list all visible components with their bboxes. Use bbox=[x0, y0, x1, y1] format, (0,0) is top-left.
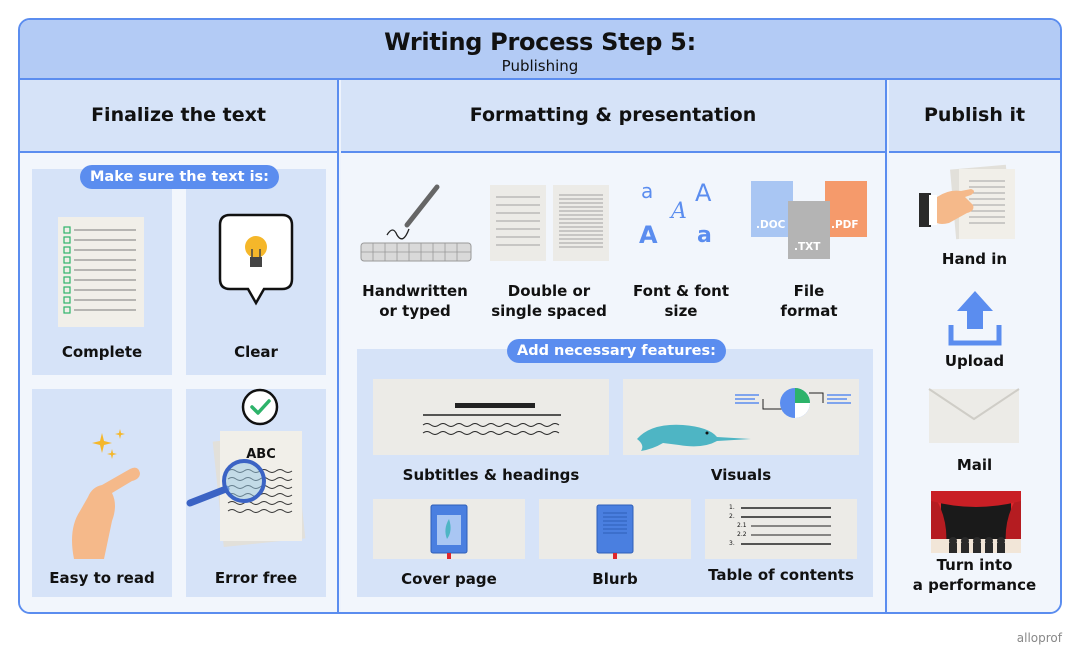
column-heading-finalize: Finalize the text bbox=[20, 80, 337, 153]
font-glyph-bold-small-a: a bbox=[697, 223, 712, 248]
feature-card-toc: 1. 2. 2.1 2.2 3. bbox=[705, 499, 857, 559]
infographic-frame: Writing Process Step 5: Publishing Final… bbox=[18, 18, 1062, 614]
headings-icon bbox=[422, 403, 561, 435]
file-doc: .DOC bbox=[751, 181, 793, 237]
feature-label-blurb: Blurb bbox=[592, 570, 638, 588]
feature-label-visuals: Visuals bbox=[710, 466, 772, 484]
font-glyph-small-a: a bbox=[641, 179, 654, 203]
brand-logo: alloprof bbox=[1016, 631, 1062, 645]
option-label-handwritten-line2: or typed bbox=[379, 302, 451, 320]
abc-text: ABC bbox=[246, 447, 276, 462]
toc-icon bbox=[741, 507, 831, 545]
publish-label-performance-line2: a performance bbox=[912, 576, 1037, 594]
feature-label-toc: Table of contents bbox=[708, 566, 854, 584]
publish-label-hand-in: Hand in bbox=[899, 249, 1050, 269]
double-spaced-lines bbox=[496, 196, 540, 246]
features-panel: Subtitles & headings bbox=[357, 339, 873, 597]
file-pdf-label: .PDF bbox=[831, 219, 859, 231]
book-back-icon bbox=[596, 504, 634, 559]
publish-label-mail-line1: Mail bbox=[956, 456, 993, 474]
pill-add-features: Add necessary features: bbox=[507, 339, 726, 363]
tile-label-easy-to-read: Easy to read bbox=[49, 569, 155, 587]
page-subtitle: Publishing bbox=[501, 57, 579, 75]
single-spaced-page bbox=[553, 185, 609, 261]
tile-label-complete: Complete bbox=[61, 343, 143, 361]
book-cover-icon bbox=[430, 504, 468, 559]
single-spaced-lines bbox=[559, 194, 603, 248]
toc-number-3: 3. bbox=[729, 540, 735, 547]
narwhal-chart-icon bbox=[637, 388, 851, 451]
option-label-handwritten: Handwritten or typed bbox=[355, 281, 475, 321]
stage-icon bbox=[931, 491, 1021, 553]
hand-drawing bbox=[919, 189, 974, 227]
option-label-handwritten-line1: Handwritten bbox=[362, 282, 468, 300]
publish-label-hand-in-line1: Hand in bbox=[941, 250, 1008, 268]
publish-label-upload-line1: Upload bbox=[944, 352, 1005, 370]
column-finalize: Finalize the text bbox=[20, 80, 339, 612]
publish-label-performance: Turn into a performance bbox=[893, 555, 1056, 595]
column-formatting: Formatting & presentation Handwritten or… bbox=[341, 80, 887, 612]
pen-keyboard-icon bbox=[360, 184, 472, 262]
tile-label-clear: Clear bbox=[234, 343, 278, 361]
option-label-file-format: File format bbox=[759, 281, 859, 321]
font-glyph-cap-a: A bbox=[695, 179, 712, 207]
column-body-formatting: Handwritten or typed bbox=[341, 153, 885, 612]
feature-card-blurb bbox=[539, 499, 691, 559]
toc-number-2-2: 2.2 bbox=[737, 531, 747, 538]
column-body-finalize: Complete Clear Easy bbox=[20, 153, 337, 612]
file-doc-label: .DOC bbox=[756, 219, 786, 231]
feature-label-headings: Subtitles & headings bbox=[402, 466, 580, 484]
column-heading-publish: Publish it bbox=[889, 80, 1060, 153]
tile-error-free: ABC Error free bbox=[186, 388, 326, 597]
tile-clear: Clear bbox=[186, 169, 326, 375]
option-label-fonts: Font & font size bbox=[624, 281, 738, 321]
option-label-spacing: Double or single spaced bbox=[484, 281, 614, 321]
upload-icon bbox=[948, 291, 1002, 346]
magnifier-icon bbox=[186, 388, 279, 507]
title-bar: Writing Process Step 5: Publishing bbox=[20, 20, 1060, 80]
envelope-icon bbox=[928, 388, 1020, 443]
option-label-spacing-line1: Double or bbox=[507, 282, 591, 300]
option-label-file-format-line1: File bbox=[793, 282, 825, 300]
toc-number-1: 1. bbox=[729, 504, 735, 511]
tile-complete: Complete bbox=[32, 169, 172, 375]
page-title: Writing Process Step 5: bbox=[384, 28, 696, 56]
column-heading-formatting: Formatting & presentation bbox=[341, 80, 885, 153]
feature-label-cover-page: Cover page bbox=[401, 570, 497, 588]
feature-card-cover-page bbox=[373, 499, 525, 559]
feature-card-visuals bbox=[623, 379, 859, 455]
option-label-fonts-line2: size bbox=[664, 302, 698, 320]
font-glyph-bold-a: A bbox=[639, 221, 658, 249]
hand-in-paper-lines bbox=[969, 180, 1005, 224]
double-spaced-page bbox=[490, 185, 546, 261]
file-pdf: .PDF bbox=[825, 181, 867, 237]
toc-number-2: 2. bbox=[729, 513, 735, 520]
publish-label-performance-line1: Turn into bbox=[936, 556, 1013, 574]
option-label-file-format-line2: format bbox=[780, 302, 838, 320]
pill-make-sure: Make sure the text is: bbox=[80, 165, 279, 189]
option-label-spacing-line2: single spaced bbox=[491, 302, 607, 320]
publish-label-mail: Mail bbox=[899, 455, 1050, 475]
tile-easy-to-read: Easy to read bbox=[32, 389, 172, 597]
option-label-fonts-line1: Font & font bbox=[633, 282, 729, 300]
publish-label-upload: Upload bbox=[899, 351, 1050, 371]
file-types-icon: .DOC .PDF .TXT bbox=[749, 181, 869, 271]
font-glyph-italic-a: A bbox=[671, 199, 687, 224]
pointing-hand-icon bbox=[72, 429, 140, 559]
toc-number-2-1: 2.1 bbox=[737, 522, 747, 529]
lightbulb-icon bbox=[218, 213, 294, 306]
checklist-drawing bbox=[63, 226, 136, 314]
hand-paper-icon bbox=[919, 164, 1029, 245]
fonts-icon: a A A A a bbox=[633, 179, 733, 269]
file-txt-label: .TXT bbox=[794, 241, 821, 253]
file-txt: .TXT bbox=[788, 201, 830, 259]
tile-label-error-free: Error free bbox=[214, 569, 298, 587]
feature-card-headings bbox=[373, 379, 609, 455]
column-body-publish: Hand in Upload Mail bbox=[889, 153, 1060, 612]
column-publish: Publish it bbox=[889, 80, 1060, 612]
checklist-icon bbox=[58, 217, 144, 327]
